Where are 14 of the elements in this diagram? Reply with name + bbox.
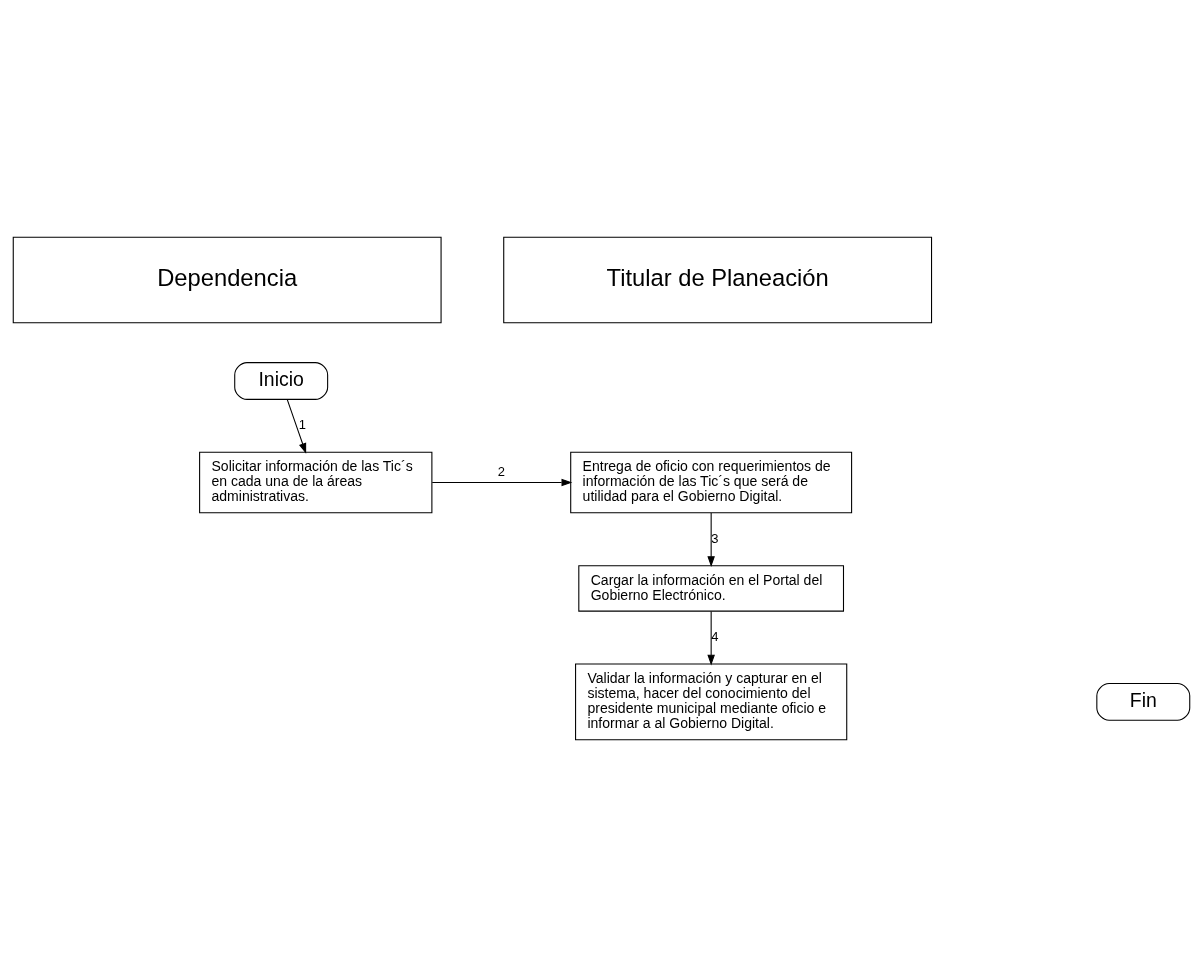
arrow	[707, 512, 715, 567]
node-box: Validar la información y capturar en el sistema, hacer del conocimiento del presidente municipal mediante oficio e informar a al Gobierno Digital.	[575, 663, 848, 740]
node-box: Fin	[1096, 682, 1191, 721]
arrow	[286, 398, 307, 454]
node-box: Cargar la información en el Portal del Gobierno Electrónico.	[578, 564, 845, 612]
node-box: Dependencia	[12, 236, 442, 323]
node-box: Titular de Planeación	[503, 236, 933, 323]
arrow	[431, 478, 573, 486]
edge-label: 2	[497, 463, 505, 479]
node-box: Solicitar información de las Tic´s en cada una de la áreas administrativas.	[199, 451, 433, 513]
edge-label: 3	[711, 530, 719, 546]
edge-label: 1	[298, 416, 306, 432]
node-box: Inicio	[234, 361, 329, 400]
node-box: Entrega de oficio con requerimientos de información de las Tic´s que será de utilidad para el Gobierno Digital.	[570, 451, 853, 513]
